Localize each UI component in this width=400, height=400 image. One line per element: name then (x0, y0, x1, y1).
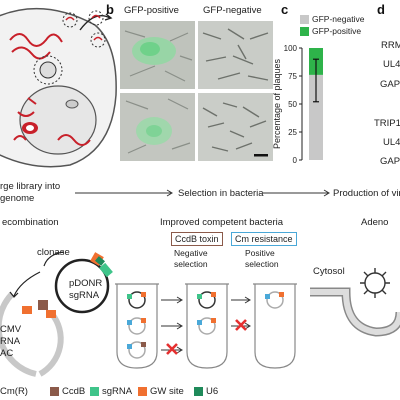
legend-swatch-sgrna (90, 386, 99, 396)
positive-selection-line2: selection (245, 259, 279, 269)
flow-arrows (75, 189, 330, 197)
vector-label-cmv: CMV (0, 324, 22, 335)
micrograph-gfp-positive-1 (120, 21, 195, 89)
y-tick-label: 50 (288, 100, 297, 109)
y-tick-label: 0 (293, 156, 298, 165)
blot-label-rrm: RRM (381, 40, 400, 51)
clonase-label: clonase (37, 247, 70, 258)
y-tick-label: 75 (288, 72, 297, 81)
blot-label-gapd-top: GAPD (380, 79, 400, 90)
micrograph-gfp-negative-2 (198, 93, 273, 161)
y-axis-label: Percentage of plaques (272, 58, 282, 149)
flow-step-2: Selection in bacteria (178, 188, 264, 199)
gfp-negative-title: GFP-negative (203, 5, 262, 16)
legend-swatch-gfp-negative (300, 15, 309, 25)
selection-tubes-diagram (115, 283, 297, 369)
plasmid-label-sgrna: sgRNA (69, 290, 100, 301)
virion-icons (62, 10, 106, 48)
legend-item-sgrna: sgRNA (90, 386, 132, 397)
negative-selection-line1: Negative (174, 248, 208, 258)
blot-label-gapd-bottom: GAPD (380, 156, 400, 167)
blot-label-ul4-bottom: UL4 (383, 137, 400, 148)
legend-swatch-gfp-positive (300, 27, 309, 37)
flow-step-1-line2: genome (0, 193, 35, 204)
recombination-title: ecombination (2, 217, 59, 228)
micrograph-gfp-negative-1 (198, 21, 273, 89)
panel-letter-b: b (106, 2, 114, 17)
positive-selection-line1: Positive (245, 248, 275, 258)
recombination-diagram (0, 251, 113, 377)
plasmid-label-pdonr: pDONR (69, 278, 103, 289)
legend-gfp-positive: GFP-positive (300, 26, 361, 37)
panel-letter-c: c (281, 2, 289, 17)
cm-resistance-box: Cm resistance (231, 232, 297, 246)
panel-letter-d: d (377, 2, 385, 17)
flow-step-1-line1: rge library into (0, 181, 61, 192)
negative-selection-line2: selection (174, 259, 208, 269)
ccdb-toxin-box: CcdB toxin (171, 232, 223, 246)
blot-label-trip1: TRIP1 (374, 118, 400, 129)
vector-label-rna: RNA (0, 336, 21, 347)
y-tick-label: 100 (284, 44, 298, 53)
vector-label-ac: AC (0, 348, 14, 359)
legend-gfp-negative: GFP-negative (300, 14, 364, 25)
micrograph-gfp-positive-2 (120, 93, 195, 161)
cell-schematic (0, 7, 117, 168)
legend-item-ccdb: CcdB (50, 386, 85, 397)
legend-item-u6: U6 (194, 386, 218, 397)
adeno-cell-diagram (310, 268, 400, 337)
bar-segment-gfp-negative (309, 74, 323, 160)
legend-item-cmr: Cm(R) (0, 386, 28, 397)
legend-swatch-ccdb (50, 386, 59, 396)
blot-label-ul4-top: UL4 (383, 59, 400, 70)
y-tick-label: 25 (288, 128, 297, 137)
adeno-title: Adeno (361, 217, 389, 228)
cytosol-label: Cytosol (313, 266, 345, 277)
legend-swatch-gw-site (138, 386, 147, 396)
legend-item-gw-site: GW site (138, 386, 184, 397)
gfp-positive-title: GFP-positive (124, 5, 179, 16)
legend-label-cmr: Cm(R) (0, 386, 28, 397)
flow-step-3: Production of vir (333, 188, 400, 199)
competent-bacteria-title: Improved competent bacteria (160, 217, 284, 228)
legend-swatch-u6 (194, 386, 203, 396)
